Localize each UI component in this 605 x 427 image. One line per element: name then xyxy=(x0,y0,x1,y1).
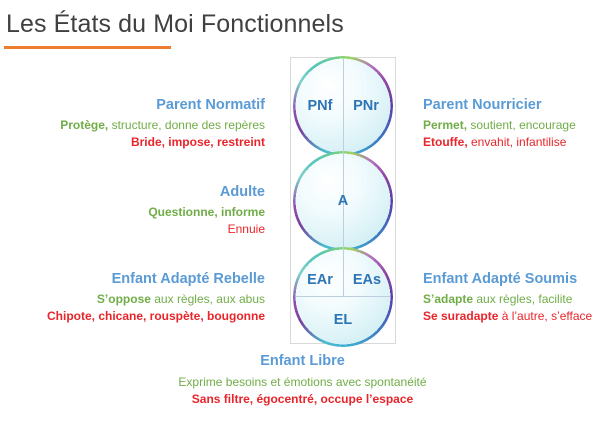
enfant-bubble-horizontal-divider xyxy=(296,296,390,297)
heading-enfant-adapte-soumis: Enfant Adapté Soumis xyxy=(423,271,578,287)
heading-parent-normatif: Parent Normatif xyxy=(156,97,265,113)
line-parent-normatif-negative: Bride, impose, restreint xyxy=(60,134,265,150)
page-title: Les États du Moi Fonctionnels xyxy=(6,10,344,38)
line-regular-part: à l’autre, s’efface xyxy=(498,308,593,323)
line-bold-part: Etouffe, xyxy=(423,134,468,149)
bubble-label-a: A xyxy=(337,193,349,209)
line-regular-part: envahit, infantilise xyxy=(467,134,567,149)
line-regular-part: structure, donne des repères xyxy=(108,118,265,133)
text-block-enfant-adapte-soumis: Enfant Adapté Soumis S’adapte aux règles… xyxy=(423,270,592,324)
line-regular-part: Ennuie xyxy=(227,221,265,236)
line-enfant-libre-positive: Exprime besoins et émotions avec spontan… xyxy=(0,374,605,390)
heading-enfant-adapte-rebelle: Enfant Adapté Rebelle xyxy=(111,271,265,287)
line-bold-part: Protège, xyxy=(60,118,109,133)
line-regular-part: Exprime besoins et émotions avec spontan… xyxy=(178,375,427,390)
line-enfant-adapte-rebelle-negative: Chipote, chicane, rouspète, bougonne xyxy=(47,308,265,324)
bubble-label-el: EL xyxy=(333,312,353,328)
line-regular-part: aux règles, aux abus xyxy=(150,292,265,307)
text-block-adulte: Adulte Questionne, informe Ennuie xyxy=(148,183,265,237)
line-regular-part: soutient, encourage xyxy=(467,118,576,133)
line-bold-part: Bride, impose, restreint xyxy=(130,134,265,149)
bubble-label-ear: EAr xyxy=(307,272,333,288)
text-block-enfant-adapte-rebelle: Enfant Adapté Rebelle S’oppose aux règle… xyxy=(47,270,265,324)
line-bold-part: Sans filtre, égocentré, occupe l’espace xyxy=(191,391,414,406)
line-enfant-adapte-rebelle-positive: S’oppose aux règles, aux abus xyxy=(47,291,265,307)
heading-parent-nourricier: Parent Nourricier xyxy=(423,97,542,113)
line-enfant-adapte-soumis-negative: Se suradapte à l’autre, s’efface xyxy=(423,308,592,324)
line-bold-part: Chipote, chicane, rouspète, bougonne xyxy=(46,308,265,323)
title-underline-rule xyxy=(4,46,171,49)
heading-enfant-libre: Enfant Libre xyxy=(260,353,345,369)
line-bold-part: S’oppose xyxy=(96,292,151,307)
line-adulte-positive: Questionne, informe xyxy=(148,204,265,220)
heading-adulte: Adulte xyxy=(219,184,265,200)
line-enfant-adapte-soumis-positive: S’adapte aux règles, facilite xyxy=(423,291,592,307)
line-parent-normatif-positive: Protège, structure, donne des repères xyxy=(60,117,265,133)
line-adulte-negative: Ennuie xyxy=(148,221,265,237)
bubble-label-eas: EAs xyxy=(352,272,382,288)
text-block-parent-normatif: Parent Normatif Protège, structure, donn… xyxy=(60,96,265,150)
enfant-bubble-vertical-divider xyxy=(343,250,344,296)
line-bold-part: Permet, xyxy=(423,118,468,133)
text-block-enfant-libre: Enfant Libre Exprime besoins et émotions… xyxy=(0,352,605,407)
line-bold-part: Questionne, informe xyxy=(148,205,265,220)
line-parent-nourricier-negative: Etouffe, envahit, infantilise xyxy=(423,134,576,150)
line-bold-part: S’adapte xyxy=(423,292,474,307)
text-block-parent-nourricier: Parent Nourricier Permet, soutient, enco… xyxy=(423,96,576,150)
bubble-label-pnr: PNr xyxy=(353,98,379,114)
bubble-label-pnf: PNf xyxy=(307,98,333,114)
line-regular-part: aux règles, facilite xyxy=(473,292,573,307)
line-parent-nourricier-positive: Permet, soutient, encourage xyxy=(423,117,576,133)
line-enfant-libre-negative: Sans filtre, égocentré, occupe l’espace xyxy=(0,391,605,407)
line-bold-part: Se suradapte xyxy=(423,308,499,323)
adulte-bubble-vertical-divider xyxy=(343,154,344,249)
parent-bubble-vertical-divider xyxy=(343,59,344,154)
